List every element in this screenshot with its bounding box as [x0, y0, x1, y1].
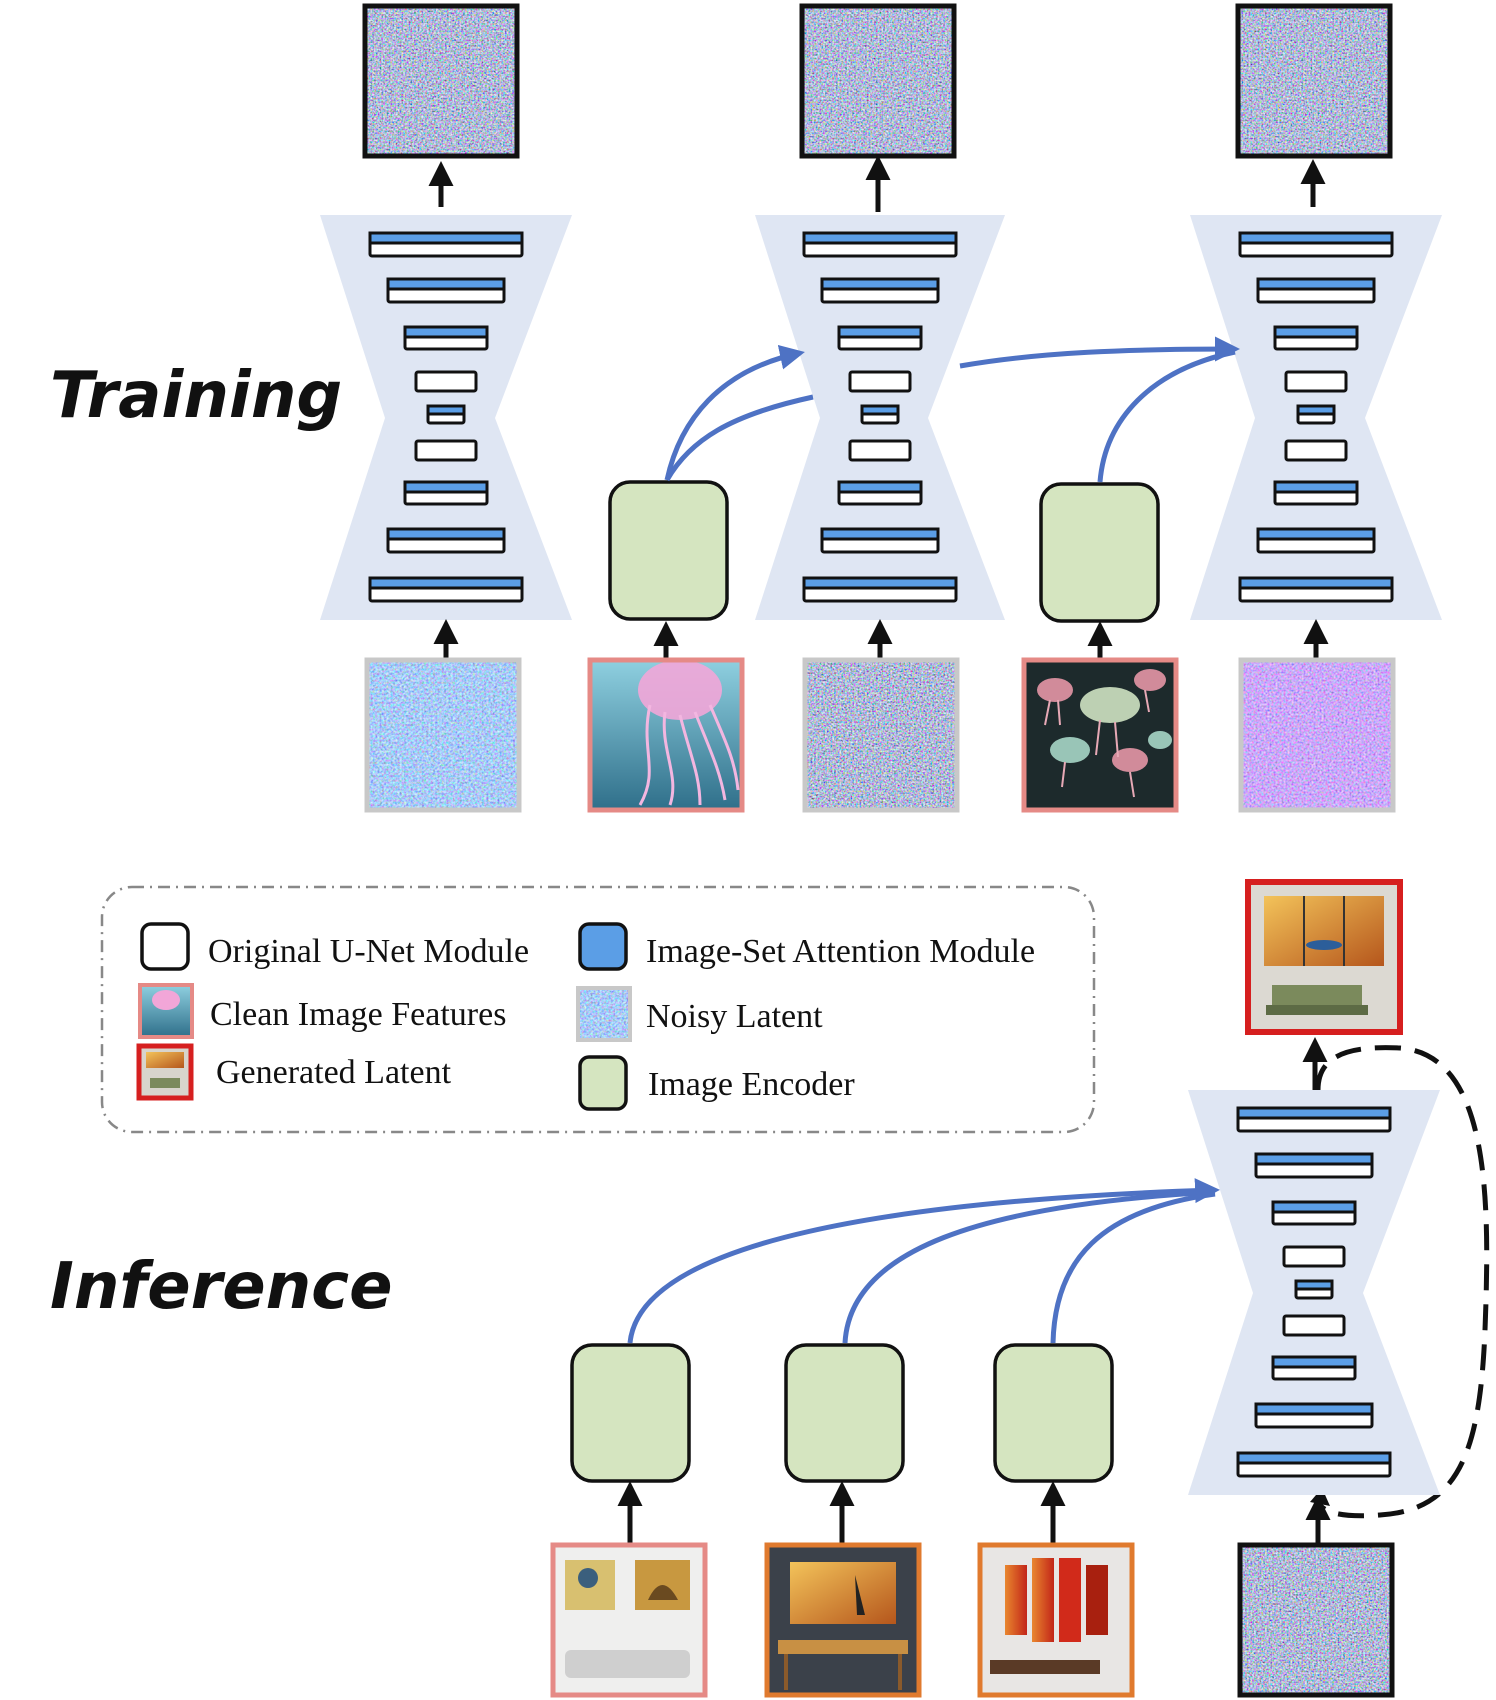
legend-noisy-latent-label: Noisy Latent: [646, 998, 823, 1035]
legend-attention-icon: [578, 922, 628, 971]
training-output-noise-1: [362, 3, 520, 159]
clean-image-jellyfish-2: [1021, 657, 1179, 813]
image-encoder-inference-2: [784, 1343, 905, 1483]
legend-original-unet-label: Original U-Net Module: [208, 933, 529, 970]
feature-arrow: [627, 1178, 1220, 1344]
legend-clean-image-label: Clean Image Features: [210, 996, 506, 1033]
legend-clean-image-icon: [138, 983, 194, 1039]
noisy-latent-input-2: [802, 657, 960, 813]
inference-noise-input: [1237, 1542, 1395, 1698]
legend-box: [100, 885, 1096, 1134]
clean-image-jellyfish-1: [587, 657, 745, 813]
feature-arrow: [842, 1189, 1216, 1344]
noisy-latent-input-1: [364, 657, 522, 813]
legend-image-encoder-label: Image Encoder: [648, 1066, 855, 1103]
image-encoder-training-2: [1039, 482, 1160, 623]
feature-arrow: [1097, 349, 1236, 483]
legend-generated-latent-icon: [136, 1043, 194, 1101]
unet-inference: [1188, 1090, 1440, 1495]
reference-image-2: [764, 1542, 922, 1698]
unet-training-3: [1190, 215, 1442, 620]
noisy-latent-input-3: [1238, 657, 1396, 813]
image-encoder-inference-1: [570, 1343, 691, 1483]
unet-training-2: [755, 215, 1005, 620]
legend-original-unet-icon: [140, 922, 190, 971]
feature-arrow: [664, 344, 805, 481]
legend-generated-latent-label: Generated Latent: [216, 1054, 452, 1091]
reference-image-1: [550, 1542, 708, 1698]
training-output-noise-2: [799, 3, 957, 159]
legend-noisy-latent-icon: [576, 986, 632, 1042]
reference-image-3: [977, 1542, 1135, 1698]
generated-latent-output: [1245, 879, 1403, 1035]
feature-arrow: [1050, 1191, 1216, 1344]
unet-training-1: [320, 215, 572, 620]
feature-arrow: [959, 336, 1240, 369]
legend-attention-label: Image-Set Attention Module: [646, 933, 1035, 970]
image-encoder-inference-3: [993, 1343, 1114, 1483]
training-section-label: Training: [50, 359, 342, 433]
denoising-loop-arrow: [1315, 1045, 1490, 1519]
image-encoder-training-1: [608, 480, 729, 621]
feature-arrow: [664, 394, 814, 482]
inference-section-label: Inference: [50, 1250, 393, 1324]
training-output-noise-3: [1235, 3, 1393, 159]
legend-image-encoder-icon: [578, 1055, 628, 1111]
